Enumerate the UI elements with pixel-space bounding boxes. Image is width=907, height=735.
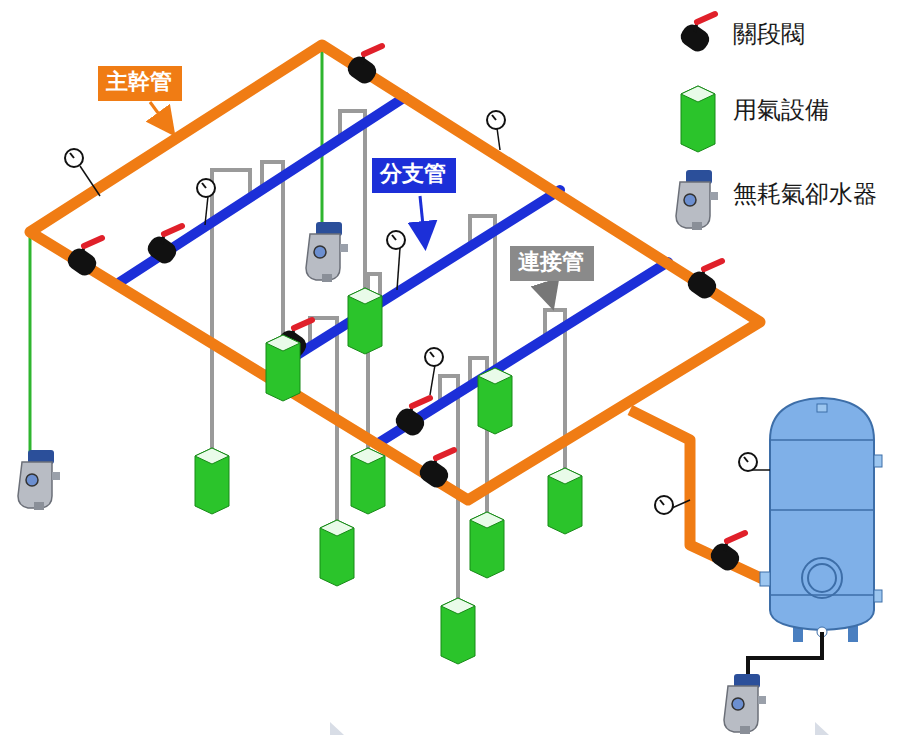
air-equipment (195, 448, 229, 514)
legend-text: 關段閥 (733, 20, 805, 49)
legend-text: 用氣設備 (733, 96, 829, 125)
branch-pipe-callout: 分支管 (372, 158, 456, 193)
callout-text: 連接管 (518, 249, 586, 275)
air-equipment (351, 448, 385, 514)
air-equipment (441, 598, 475, 664)
main-pipe-callout: 主幹管 (98, 66, 182, 101)
air-equipment (348, 288, 382, 354)
air-equipment (470, 512, 504, 578)
air-equipment (266, 335, 300, 401)
callout-text: 主幹管 (106, 69, 174, 95)
callout-text: 分支管 (380, 161, 448, 187)
air-equipment (320, 520, 354, 586)
air-equipment (548, 468, 582, 534)
legend-text: 無耗氣卻水器 (733, 180, 877, 209)
air-equipment (478, 368, 512, 434)
connect-pipe-callout: 連接管 (510, 246, 594, 281)
